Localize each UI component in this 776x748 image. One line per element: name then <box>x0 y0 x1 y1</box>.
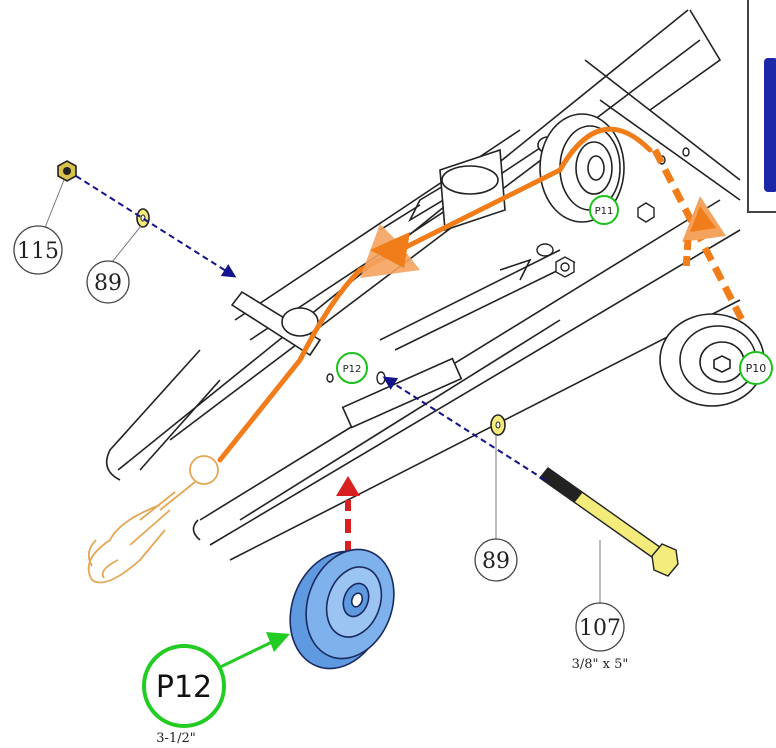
callout-89-top: 89 <box>94 271 122 296</box>
washer-89-top <box>136 208 150 228</box>
p12-main-ring <box>142 644 226 728</box>
frame-channel <box>105 199 741 561</box>
callout-leaders <box>43 179 601 606</box>
pulley-p10 <box>659 313 765 407</box>
dashed-line-bottom <box>382 376 546 481</box>
bolt-size-label: 3/8" x 5" <box>572 657 629 672</box>
tag-p11: P11 <box>595 206 614 217</box>
tag-p10: P10 <box>746 362 767 375</box>
pulley-size-label: 3-1/2" <box>156 731 196 746</box>
corner-panel <box>747 0 776 213</box>
tag-p12-frame: P12 <box>343 364 362 375</box>
hex-nut-115 <box>57 160 77 182</box>
washer-89-bottom <box>490 414 506 436</box>
pulley-p12 <box>289 548 395 670</box>
callout-115: 115 <box>17 239 59 264</box>
bolt-107 <box>538 467 679 577</box>
dashed-line-top <box>75 175 237 278</box>
insert-arrow <box>336 476 360 555</box>
cable-route <box>217 126 746 463</box>
pulley-tag-circles <box>336 195 773 385</box>
snap-hook-icon <box>87 455 219 584</box>
tag-p12-main: P12 <box>156 670 212 705</box>
callout-circles <box>13 225 625 652</box>
callout-107: 107 <box>579 616 621 641</box>
p12-leader-arrow <box>209 632 290 674</box>
callout-89-bottom: 89 <box>482 549 510 574</box>
